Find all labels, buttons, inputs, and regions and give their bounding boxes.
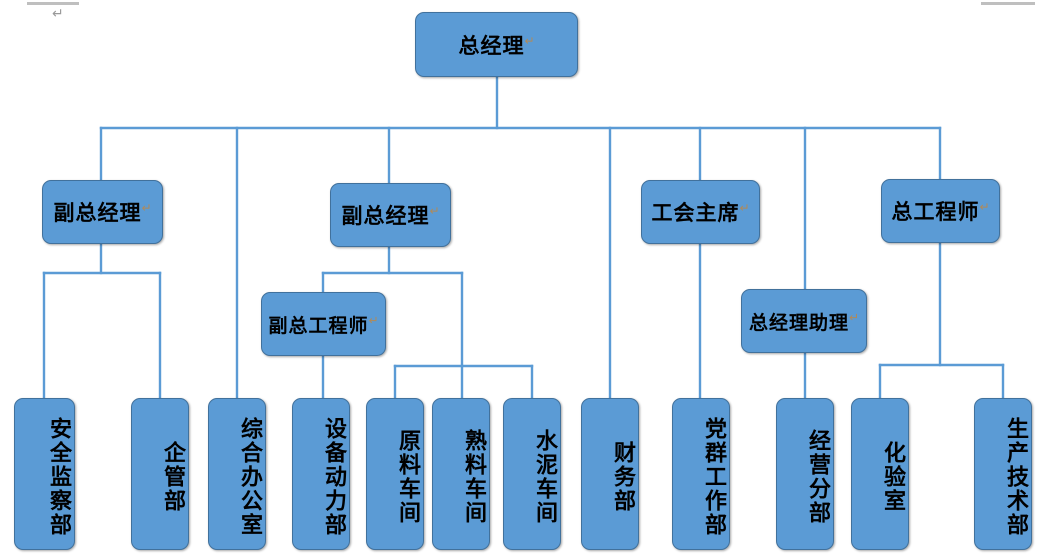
node-enterprise-management-department[interactable]: 企管部: [131, 398, 189, 550]
node-deputy-general-manager-1[interactable]: 副总经理↵: [42, 180, 163, 244]
node-label: 工会主席: [651, 201, 740, 225]
document-paragraph-mark: ↵: [52, 6, 64, 22]
node-raw-material-workshop[interactable]: 原料车间: [366, 398, 424, 550]
node-cement-workshop[interactable]: 水泥车间: [503, 398, 561, 550]
pilcrow-mark: ↵: [739, 201, 750, 215]
node-label: 总经理: [458, 33, 525, 58]
pilcrow-mark: ↵: [429, 204, 440, 218]
node-label: 水泥车间: [532, 429, 557, 525]
node-business-division[interactable]: 经营分部: [776, 398, 834, 550]
node-label: 副总工程师: [268, 314, 369, 337]
node-general-manager[interactable]: 总经理↵: [415, 12, 578, 77]
node-equipment-power-department[interactable]: 设备动力部: [292, 398, 350, 550]
node-label: 副总经理: [341, 204, 430, 228]
node-label: 总经理助理: [748, 311, 849, 334]
node-label: 党群工作部: [701, 417, 726, 537]
node-laboratory[interactable]: 化验室: [851, 398, 909, 550]
node-label: 化验室: [880, 441, 905, 513]
pilcrow-mark: ↵: [368, 313, 379, 328]
node-finance-department[interactable]: 财务部: [581, 398, 639, 550]
page-margin-mark-left: [27, 2, 79, 5]
node-party-mass-work-department[interactable]: 党群工作部: [672, 398, 730, 550]
node-label: 财务部: [610, 441, 635, 513]
node-deputy-chief-engineer[interactable]: 副总工程师↵: [261, 292, 386, 356]
node-chief-engineer[interactable]: 总工程师↵: [881, 179, 1000, 243]
node-label: 副总经理: [53, 201, 142, 225]
node-label: 安全监察部: [46, 417, 71, 537]
node-clinker-workshop[interactable]: 熟料车间: [432, 398, 490, 550]
node-deputy-general-manager-2[interactable]: 副总经理↵: [330, 183, 451, 247]
pilcrow-mark: ↵: [848, 310, 860, 325]
node-label: 总工程师: [891, 200, 980, 224]
page-margin-mark-right: [981, 2, 1035, 5]
node-label: 生产技术部: [1003, 417, 1028, 537]
pilcrow-mark: ↵: [979, 200, 990, 214]
node-label: 经营分部: [805, 429, 830, 525]
node-general-manager-assistant[interactable]: 总经理助理↵: [741, 289, 867, 353]
node-general-office[interactable]: 综合办公室: [208, 398, 266, 550]
pilcrow-mark: ↵: [141, 201, 152, 215]
node-union-chairman[interactable]: 工会主席↵: [641, 180, 760, 244]
node-label: 企管部: [160, 441, 185, 513]
node-label: 设备动力部: [321, 417, 346, 537]
node-safety-supervision-department[interactable]: 安全监察部: [14, 398, 75, 550]
pilcrow-mark: ↵: [524, 33, 535, 48]
node-label: 原料车间: [395, 429, 420, 525]
node-label: 综合办公室: [237, 417, 262, 537]
node-label: 熟料车间: [461, 429, 486, 525]
node-production-technology-department[interactable]: 生产技术部: [974, 398, 1032, 550]
